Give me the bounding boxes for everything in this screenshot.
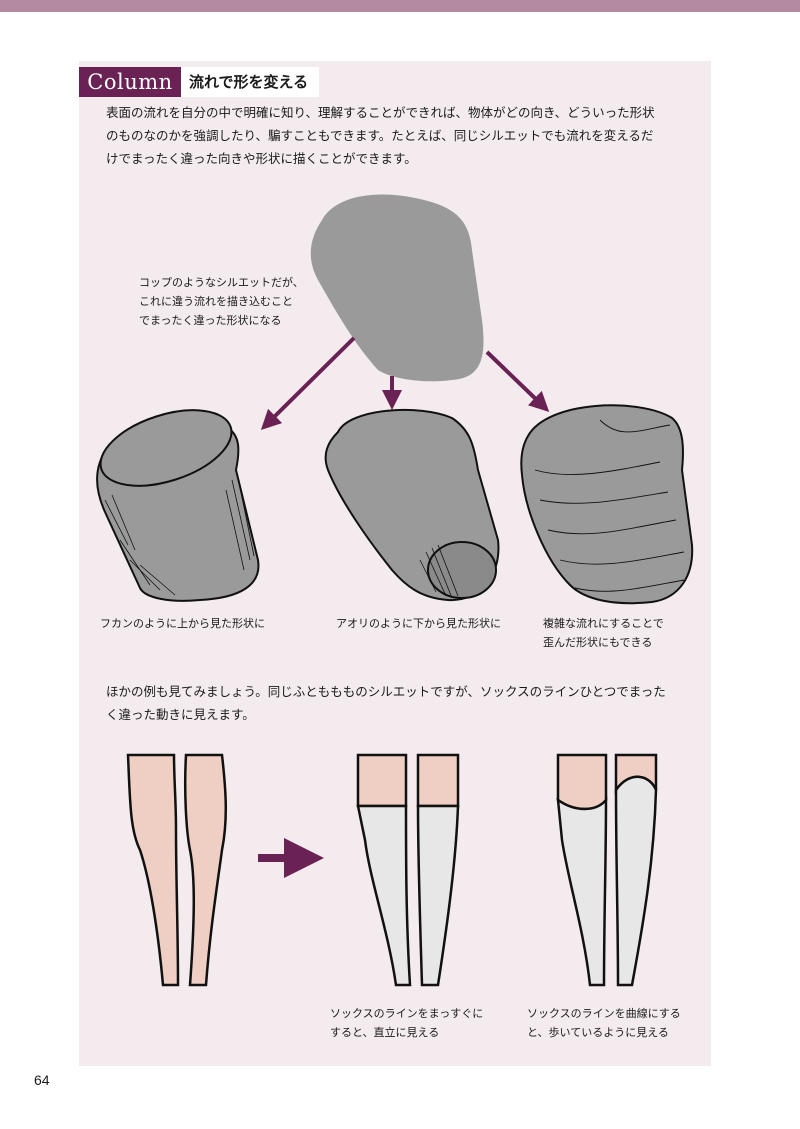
caption-distorted-line: 複雑な流れにすることで (543, 617, 664, 630)
legs-curved-socks (556, 753, 658, 987)
socks-intro-line: ほかの例も見てみましょう。同じふとももものシルエットですが、ソックスのラインひと… (106, 684, 666, 699)
caption-top-view-text: フカンのように上から見た形状に (100, 617, 265, 630)
cup-distorted (520, 404, 694, 605)
caption-distorted-line: 歪んだ形状にもできる (543, 636, 653, 649)
caption-bottom-view-text: アオリのように下から見た形状に (336, 617, 501, 630)
intro-line: 表面の流れを自分の中で明確に知り、理解することができれば、物体がどの向き、どうい… (106, 105, 655, 120)
arrow-to-distorted (485, 350, 550, 412)
page-number: 64 (34, 1072, 50, 1088)
caption-curved-socks: ソックスのラインを曲線にする と、歩いているように見える (527, 1004, 681, 1042)
cup-note-line: でまったく違った形状になる (139, 314, 282, 327)
socks-intro-paragraph: ほかの例も見てみましょう。同じふとももものシルエットですが、ソックスのラインひと… (106, 680, 666, 726)
cup-note-line: コップのようなシルエットだが、 (139, 276, 304, 289)
legs-straight-socks (356, 753, 460, 987)
socks-intro-line: く違った動きに見えます。 (106, 707, 255, 722)
cup-note-line: これに違う流れを描き込むこと (139, 295, 293, 308)
arrow-to-top-view (260, 336, 356, 431)
intro-line: けでまったく違った向きや形状に描くことができます。 (106, 151, 417, 166)
cup-silhouette (310, 194, 484, 382)
caption-straight-socks: ソックスのラインをまっすぐに すると、直立に見える (330, 1004, 483, 1042)
cup-note: コップのようなシルエットだが、 これに違う流れを描き込むこと でまったく違った形… (139, 273, 304, 330)
legs-bare (126, 753, 227, 987)
caption-curved-line: と、歩いているように見える (527, 1026, 669, 1039)
caption-top-view: フカンのように上から見た形状に (100, 614, 265, 633)
caption-straight-line: ソックスのラインをまっすぐに (330, 1007, 484, 1020)
caption-distorted: 複雑な流れにすることで 歪んだ形状にもできる (543, 614, 664, 652)
top-accent-bar (0, 0, 800, 12)
cup-bottom-view (324, 409, 500, 602)
caption-bottom-view: アオリのように下から見た形状に (336, 614, 501, 633)
column-badge: Column (79, 67, 181, 97)
cup-top-view (96, 409, 260, 602)
caption-straight-line: すると、直立に見える (330, 1026, 440, 1039)
column-title: 流れで形を変える (181, 67, 319, 97)
caption-curved-line: ソックスのラインを曲線にする (527, 1007, 681, 1020)
intro-paragraph: 表面の流れを自分の中で明確に知り、理解することができれば、物体がどの向き、どうい… (106, 101, 655, 170)
intro-line: のものなのかを強調したり、騙すこともできます。たとえば、同じシルエットでも流れを… (106, 128, 654, 143)
